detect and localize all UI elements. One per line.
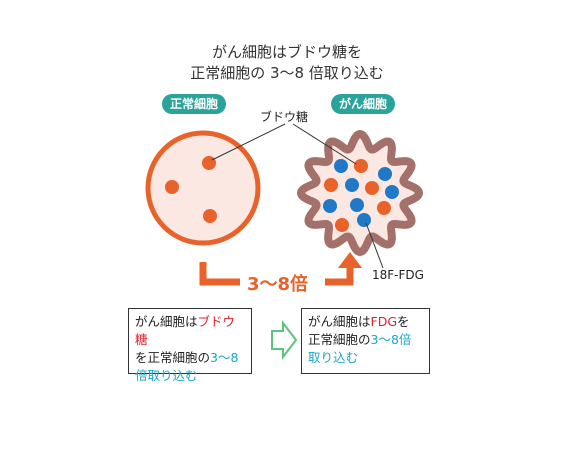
glucose-uptake-box: がん細胞はブドウ糖 を正常細胞の3～8 倍取り込む [128,308,252,383]
box-highlight-uptake: 取り込む [308,350,359,365]
box-highlight-ratio: 3～8 [210,350,239,365]
ratio-arrowhead [338,252,362,268]
fdg-label: 18F-FDG [372,268,424,282]
box-text: がん細胞は [308,314,371,329]
box-highlight-uptake: 倍取り込む [135,368,198,383]
glucose-leader-right [292,123,357,165]
glucose-label: ブドウ糖 [260,110,309,124]
box-highlight-fdg: FDG [370,314,398,329]
fdg-uptake-box: がん細胞はFDGを 正常細胞の3～8倍 取り込む [301,308,430,374]
fdg-dot [350,198,364,212]
box-line: を正常細胞の3～8 [135,349,245,367]
fdg-dot [378,167,392,181]
normal-cell [145,130,261,246]
box-highlight-ratio: 3～8倍 [370,332,412,347]
glucose-dot [365,181,379,195]
fdg-leader [365,222,384,269]
cancer-cell [297,130,423,256]
title-line-2: 正常細胞の 3～8 倍取り込む [190,64,384,82]
ratio-label: 3～8倍 [247,274,309,295]
box-text: を [397,314,410,329]
ratio-label-bg [240,270,325,294]
cancer-cell-label: がん細胞 [331,94,396,114]
box-highlight-glucose: ブドウ糖 [135,314,236,347]
glucose-dot [165,180,179,194]
title-line-1: がん細胞はブドウ糖を [211,43,362,61]
glucose-dot [203,209,217,223]
box-line: 正常細胞の3～8倍 [308,331,423,349]
fdg-dot [345,178,359,192]
box-text: がん細胞は [135,314,198,329]
hollow-right-arrow-icon [271,320,298,360]
fdg-dot [323,199,337,213]
box-text: を正常細胞の [135,350,211,365]
glucose-leader-left [211,123,286,161]
fdg-dot [357,213,371,227]
glucose-dot [324,178,338,192]
box-line: がん細胞はFDGを [308,313,423,331]
box-line: がん細胞はブドウ糖 [135,313,245,349]
box-line: 取り込む [308,349,423,367]
glucose-dot [354,159,368,173]
fdg-dot [385,185,399,199]
box-text: 正常細胞の [308,332,371,347]
glucose-dot [202,156,216,170]
cancer-cell-contents [323,159,399,232]
glucose-dot [377,201,391,215]
fdg-dot [334,159,348,173]
normal-cell-label: 正常細胞 [162,94,227,114]
glucose-dot [335,218,349,232]
box-line: 倍取り込む [135,367,245,385]
